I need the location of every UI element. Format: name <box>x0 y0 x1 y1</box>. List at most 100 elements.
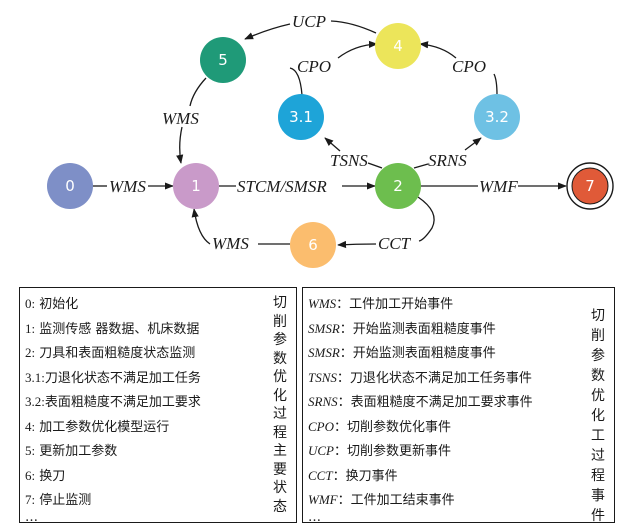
state-node-3.2-circle <box>474 94 520 140</box>
event-description: ：表面粗糙度不满足加工要求事件 <box>337 395 533 410</box>
event-description: ：工件加工结束事件 <box>337 493 455 508</box>
event-description: ：切削参数优化事件 <box>334 419 452 435</box>
edge-2-6-arrow <box>337 240 377 249</box>
legend-row: 3.2:表面粗糙度不满足加工要求 <box>25 390 201 415</box>
event-code: UCP <box>308 443 334 458</box>
state-description: 加工参数优化模型运行 <box>39 419 170 435</box>
state-node-6: 6 <box>290 222 336 268</box>
state-node-0-label: 0 <box>65 177 75 195</box>
edge-2-3.1 <box>367 162 383 169</box>
event-code: WMF <box>308 492 338 507</box>
state-node-4-circle <box>375 23 421 69</box>
state-description: 初始化 <box>39 297 79 312</box>
event-description: ：开始监测表面粗糙度事件 <box>339 346 496 361</box>
state-node-2-label: 2 <box>393 177 403 195</box>
edge-label-2-3.2: SRNS <box>428 151 467 170</box>
edge-label-4-5: UCP <box>292 12 326 31</box>
state-description: 换刀 <box>39 468 66 484</box>
edge-2-6 <box>417 196 435 242</box>
state-node-1-circle <box>173 163 219 209</box>
state-description: 监测传感 器数据、机床数据 <box>39 321 200 337</box>
edge-3.1-4-arrow <box>337 40 378 59</box>
edge-6-1-arrow <box>191 208 211 245</box>
state-code: 7: <box>25 492 36 507</box>
event-code: SMSR <box>308 345 340 360</box>
legend-row: 0: 初始化 <box>25 292 201 317</box>
state-node-5-label: 5 <box>218 51 228 69</box>
state-code: 2: <box>25 345 36 360</box>
edge-2-3.1-arrow <box>324 137 341 152</box>
state-node-7-label: 7 <box>585 177 595 195</box>
event-code: CCT <box>308 467 333 483</box>
edge-label-6-1: WMS <box>212 234 249 253</box>
state-code: 3.1: <box>25 369 45 385</box>
event-code: TSNS <box>308 369 337 385</box>
state-description: 更新加工参数 <box>39 444 118 459</box>
event-description: ：刀退化状态不满足加工任务事件 <box>336 370 532 386</box>
edge-2-3.2-arrow <box>464 137 482 151</box>
state-node-5-circle <box>200 37 246 83</box>
state-node-5: 5 <box>200 37 246 83</box>
edge-label-2-7: WMF <box>479 177 518 196</box>
legend-ellipsis: … <box>308 509 321 525</box>
state-node-2-circle <box>375 163 421 209</box>
legend-row: 3.1:刀退化状态不满足加工任务 <box>25 366 201 391</box>
state-node-0-circle <box>47 163 93 209</box>
event-description: ：开始监测表面粗糙度事件 <box>339 321 496 337</box>
legend-row: WMS：工件加工开始事件 <box>308 292 533 317</box>
state-node-2: 2 <box>375 163 421 209</box>
states-legend: 0: 初始化 1: 监测传感 器数据、机床数据 2: 刀具和表面粗糙度状态监测 … <box>19 287 297 525</box>
legend-row: CPO：切削参数优化事件 <box>308 415 533 440</box>
events-legend: WMS：工件加工开始事件 SMSR：开始监测表面粗糙度事件 SMSR：开始监测表… <box>302 287 615 525</box>
legend-ellipsis: … <box>25 509 38 525</box>
state-node-3.1-label: 3.1 <box>289 108 313 126</box>
state-code: 6: <box>25 467 36 483</box>
state-node-3.2: 3.2 <box>474 94 520 140</box>
legend-row: UCP：切削参数更新事件 <box>308 439 533 464</box>
edge-label-3.2-4: CPO <box>452 57 486 76</box>
state-code: 5: <box>25 443 36 458</box>
event-code: SRNS <box>308 394 338 409</box>
edge-label-5-1: WMS <box>162 109 199 128</box>
legend-row: 1: 监测传感 器数据、机床数据 <box>25 317 201 342</box>
edge-5-1 <box>189 77 207 107</box>
event-description: ：工件加工开始事件 <box>336 297 454 312</box>
edge-3.1-4 <box>289 67 303 96</box>
state-transition-diagram: WMS STCM/SMSR WMF TSNS SRNS CPO CPO UCP <box>47 12 614 268</box>
edge-3.2-4-arrow <box>419 41 457 59</box>
legend-row: CCT：换刀事件 <box>308 464 533 489</box>
legend-row: 4: 加工参数优化模型运行 <box>25 415 201 440</box>
state-node-7-circle <box>571 167 609 205</box>
state-node-1: 1 <box>173 163 219 209</box>
state-code: 1: <box>25 320 36 336</box>
state-node-3.2-label: 3.2 <box>485 108 509 126</box>
legend-row: SMSR：开始监测表面粗糙度事件 <box>308 317 533 342</box>
state-node-4-label: 4 <box>393 37 403 55</box>
states-legend-title: 切削参数优化过程主要状态 <box>273 295 287 515</box>
legend-row: 7: 停止监测 <box>25 488 201 513</box>
edge-label-1-2: STCM/SMSR <box>237 177 327 196</box>
nodes: 0 1 2 3.1 3.2 4 5 6 <box>47 23 614 268</box>
legend-row: SRNS：表面粗糙度不满足加工要求事件 <box>308 390 533 415</box>
state-node-3.1: 3.1 <box>278 94 324 140</box>
state-code: 4: <box>25 418 36 434</box>
event-code: SMSR <box>308 320 340 336</box>
state-node-7: 7 <box>566 162 614 210</box>
edge-label-2-3.1: TSNS <box>330 151 368 170</box>
legend-row: 2: 刀具和表面粗糙度状态监测 <box>25 341 201 366</box>
edge-label-0-1: WMS <box>109 177 146 196</box>
event-code: CPO <box>308 418 334 434</box>
edge-3.2-4 <box>493 73 498 96</box>
state-node-3.1-circle <box>278 94 324 140</box>
edge-label-2-6: CCT <box>378 234 412 253</box>
state-node-6-circle <box>290 222 336 268</box>
edge-2-3.2 <box>413 163 429 169</box>
edge-label-3.1-4: CPO <box>297 57 331 76</box>
state-code: 3.2: <box>25 394 45 409</box>
state-node-1-label: 1 <box>191 177 201 195</box>
legend-row: SMSR：开始监测表面粗糙度事件 <box>308 341 533 366</box>
edge-4-5-arrow <box>244 23 291 40</box>
legend-row: 5: 更新加工参数 <box>25 439 201 464</box>
event-description: ：切削参数更新事件 <box>334 444 452 459</box>
legend-row: TSNS：刀退化状态不满足加工任务事件 <box>308 366 533 391</box>
